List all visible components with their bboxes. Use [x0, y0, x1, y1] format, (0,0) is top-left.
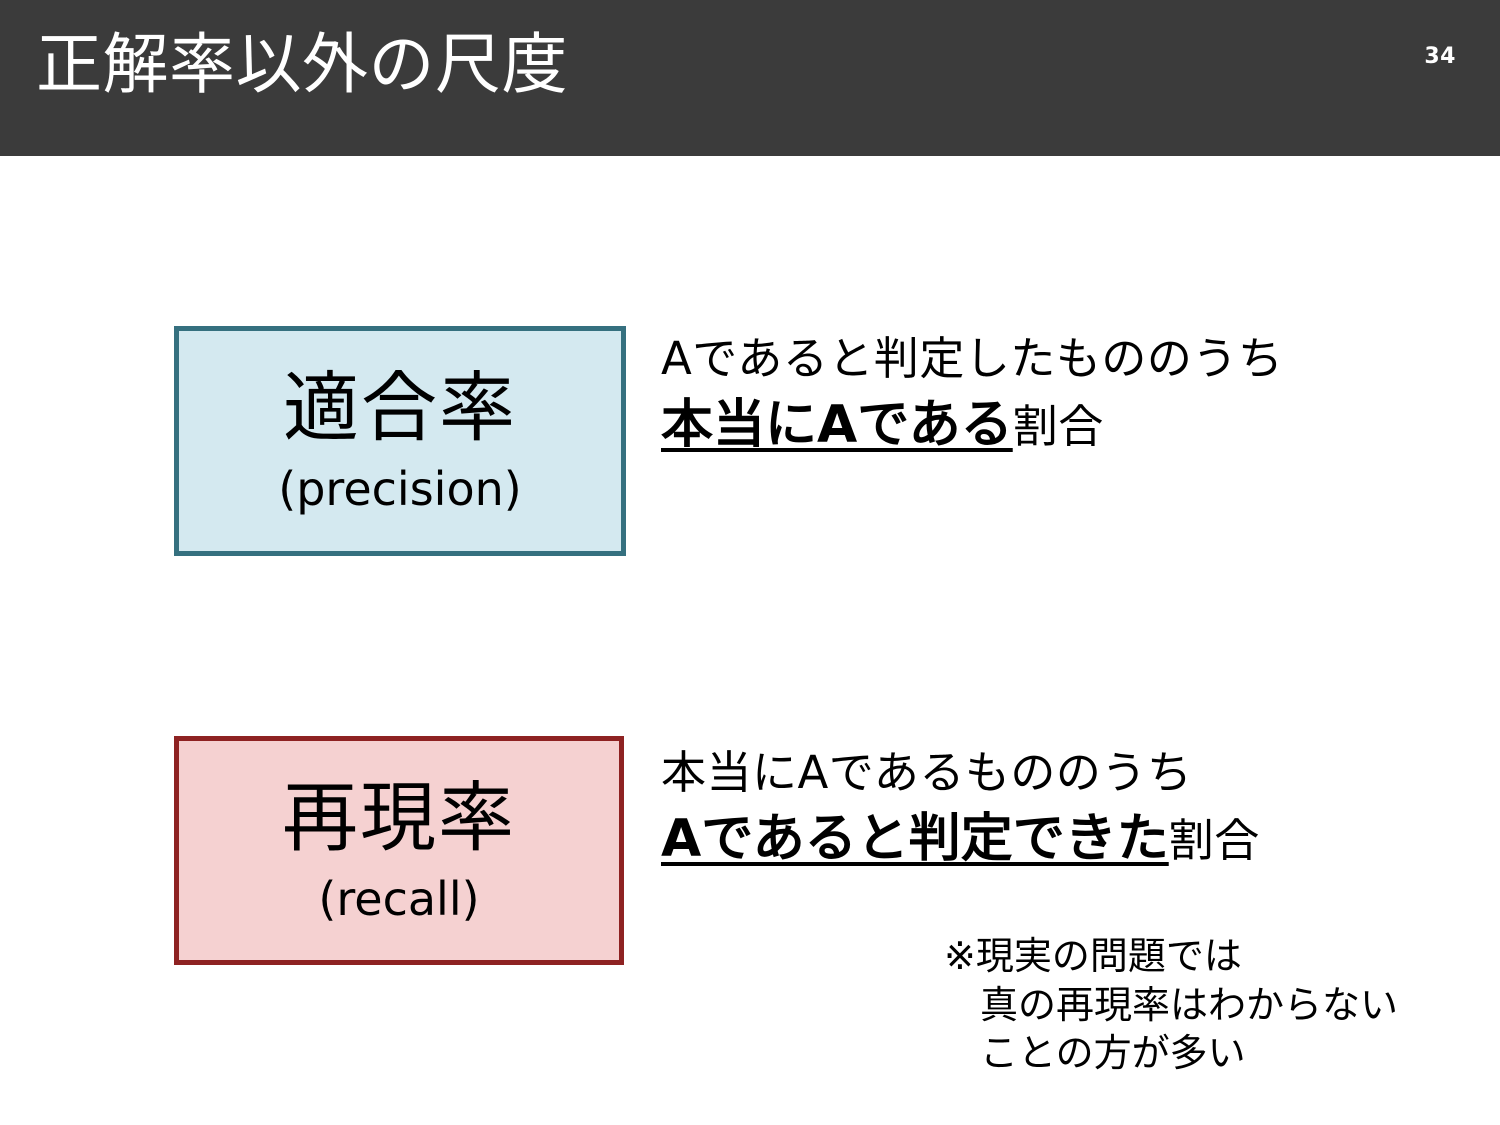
recall-definition-emphasis: Aであると判定できた — [661, 809, 1169, 869]
precision-term-box: 適合率 (precision) — [174, 326, 626, 556]
precision-definition-emphasis: 本当にAである — [661, 395, 1013, 455]
recall-definition: 本当にAであるもののうち Aであると判定できた割合 — [661, 750, 1260, 865]
recall-term-japanese: 再現率 — [282, 772, 516, 862]
page-number: 34 — [1424, 44, 1456, 69]
precision-definition: Aであると判定したもののうち 本当にAである割合 — [661, 336, 1283, 451]
precision-definition-line2: 本当にAである割合 — [661, 399, 1283, 451]
recall-footnote-line2: 真の再現率はわからない — [980, 982, 1399, 1027]
recall-footnote-line1: ※現実の問題では — [944, 934, 1242, 978]
recall-definition-tail: 割合 — [1168, 814, 1260, 867]
precision-term-japanese: 適合率 — [283, 363, 517, 452]
precision-definition-tail: 割合 — [1012, 400, 1104, 453]
recall-definition-line2: Aであると判定できた割合 — [661, 813, 1260, 865]
precision-term-english: (precision) — [278, 462, 522, 516]
slide-header-bar — [0, 0, 1500, 156]
recall-footnote: ※現実の問題では 真の再現率はわからない ことの方が多い — [944, 932, 1398, 1078]
recall-definition-line1: 本当にAであるもののうち — [661, 746, 1193, 799]
precision-definition-line1: Aであると判定したもののうち — [661, 332, 1284, 385]
page-title: 正解率以外の尺度 — [36, 26, 568, 103]
recall-footnote-line3: ことの方が多い — [980, 1031, 1246, 1076]
recall-term-english: (recall) — [318, 871, 480, 926]
recall-term-box: 再現率 (recall) — [174, 736, 624, 965]
